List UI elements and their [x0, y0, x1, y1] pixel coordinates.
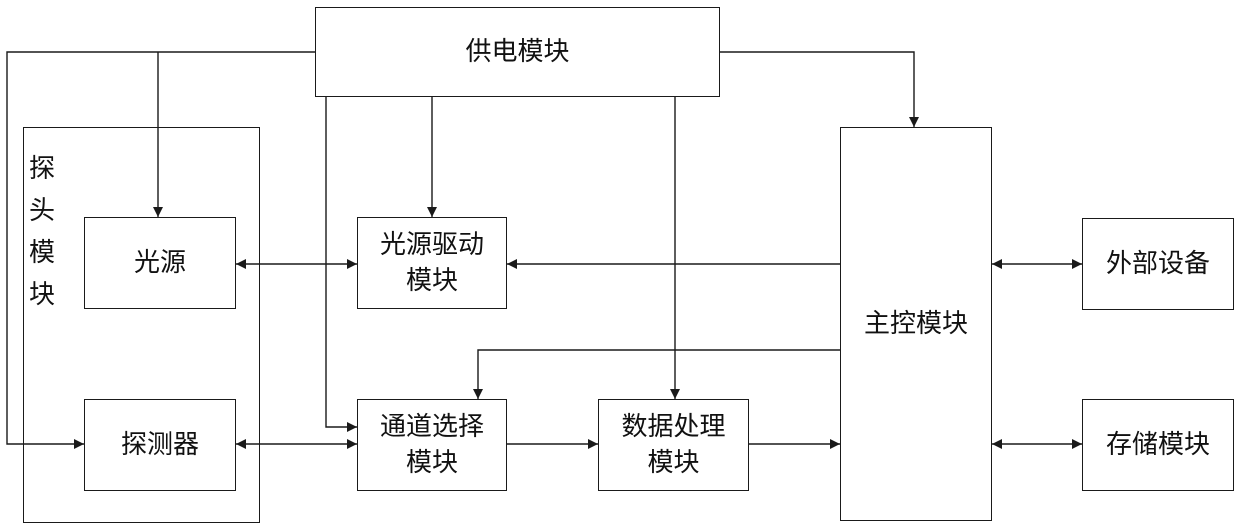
power-to-channel-select-line: [326, 97, 357, 427]
light-source-block: 光源: [84, 217, 236, 309]
main-control-to-channel-select-line: [478, 350, 840, 399]
power-to-main-control-line: [720, 52, 914, 127]
light-source-driver-module: 光源驱动 模块: [357, 217, 507, 309]
power-module: 供电模块: [315, 7, 720, 97]
external-device-block: 外部设备: [1082, 218, 1234, 310]
channel-select-module: 通道选择 模块: [357, 399, 507, 491]
probe-module-label: 探头模块: [25, 148, 59, 316]
main-control-module: 主控模块: [840, 127, 992, 521]
detector-block: 探测器: [84, 399, 236, 491]
storage-module: 存储模块: [1082, 399, 1234, 491]
data-processing-module: 数据处理 模块: [598, 399, 749, 491]
